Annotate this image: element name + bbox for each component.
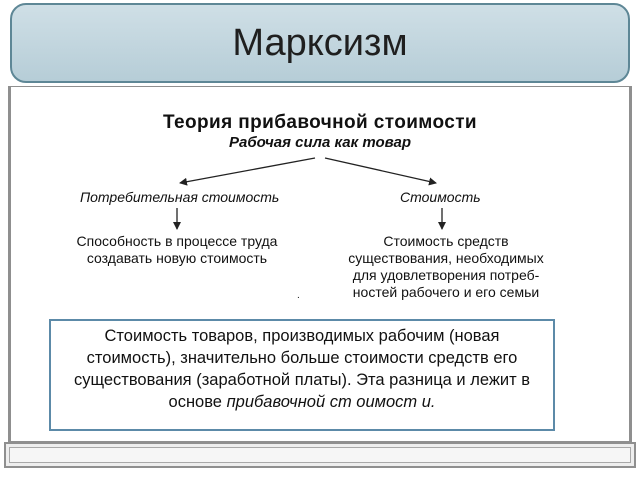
title-bar: Марксизм — [10, 3, 630, 83]
surplus-value-term: прибавочной ст оимост и. — [226, 393, 436, 411]
slide-title: Марксизм — [232, 21, 408, 64]
right-description-line: существования, необходимых — [348, 250, 544, 266]
right-description-line: для удовлетворения потреб- — [352, 267, 540, 283]
left-branch-description: Способность в процессе труда создавать н… — [62, 233, 292, 267]
stray-dot: . — [297, 290, 300, 301]
bottom-bar — [4, 442, 636, 468]
info-line: Стоимость товаров, производимых рабочим … — [104, 327, 500, 345]
left-branch-label: Потребительная стоимость — [80, 189, 280, 205]
bottom-bar-inner — [9, 447, 631, 463]
split-arrow-left — [179, 157, 316, 186]
info-box: Стоимость товаров, производимых рабочим … — [49, 319, 555, 431]
right-branch-label: Стоимость — [400, 189, 481, 205]
left-description-line: создавать новую стоимость — [86, 250, 268, 266]
right-branch-description: Стоимость средств существования, необход… — [326, 233, 566, 301]
split-arrow-right — [324, 157, 437, 186]
info-last-line: основе прибавочной ст оимост и. — [59, 391, 545, 413]
right-description-line: Стоимость средств — [383, 233, 509, 249]
info-line: стоимость), значительно больше стоимости… — [86, 349, 518, 367]
diagram-subheading: Рабочая сила как товар — [228, 134, 412, 151]
diagram-heading: Теория прибавочной стоимости — [162, 112, 477, 133]
info-line: существования (заработной платы). Эта ра… — [73, 371, 531, 389]
info-last-line-prefix: основе — [168, 393, 227, 411]
right-description-line: ностей рабочего и его семьи — [352, 284, 540, 300]
left-description-line: Способность в процессе труда — [76, 233, 278, 249]
